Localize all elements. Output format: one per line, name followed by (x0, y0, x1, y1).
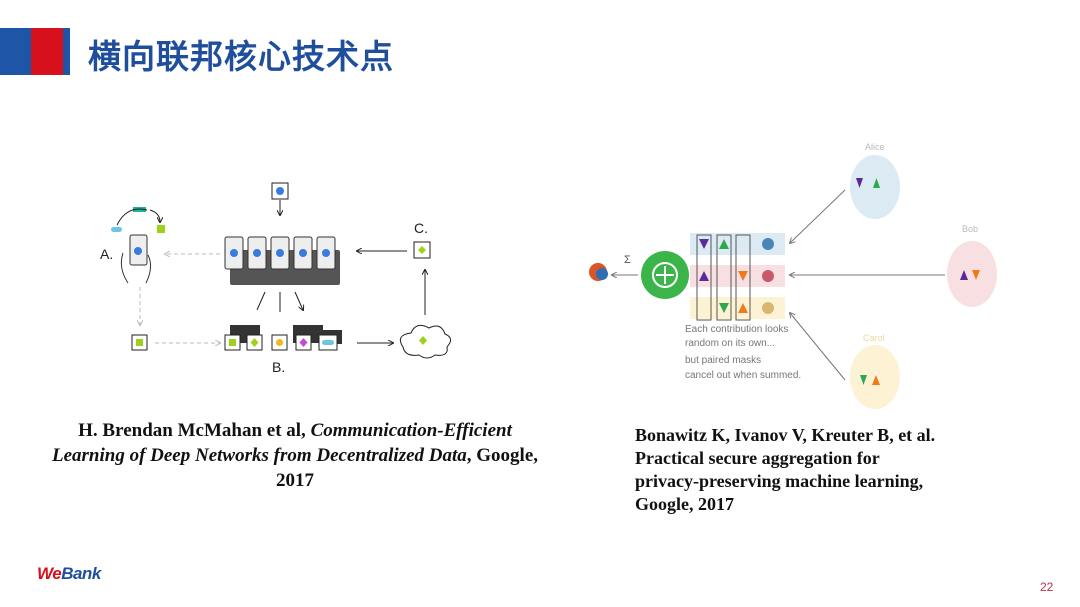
label-c: C. (414, 220, 428, 236)
page-number: 22 (1040, 580, 1054, 594)
right-citation: Bonawitz K, Ivanov V, Kreuter B, et al. … (635, 425, 936, 514)
model-updates-row (224, 325, 342, 351)
svg-text:but paired masks: but paired masks (685, 355, 761, 366)
webank-logo: WeBank (37, 564, 101, 583)
caption: Each contribution looks random on its ow… (685, 324, 801, 381)
header-accent-red (31, 28, 63, 75)
carol-node (850, 345, 900, 409)
label-b: B. (272, 359, 285, 375)
svg-text:random on its own...: random on its own... (685, 338, 775, 349)
sigma-label: Σ (624, 254, 631, 266)
phone-cluster (224, 236, 340, 285)
header-accent-edge (63, 28, 70, 75)
carol-label: Carol (863, 333, 885, 343)
label-a: A. (100, 246, 113, 262)
alice-label: Alice (865, 142, 885, 152)
header-accent-blue (0, 28, 31, 75)
federated-learning-diagram: A. B. C. (100, 182, 451, 375)
svg-text:cancel out when summed.: cancel out when summed. (685, 370, 801, 381)
slide-title: 横向联邦核心技术点 (88, 37, 394, 76)
secure-aggregation-diagram: Alice Bob Carol Σ Each contribution look… (589, 142, 997, 409)
bob-label: Bob (962, 224, 978, 234)
bob-node (947, 241, 997, 307)
svg-text:Each contribution looks: Each contribution looks (685, 324, 788, 335)
left-citation: H. Brendan McMahan et al, Communication-… (51, 420, 539, 491)
